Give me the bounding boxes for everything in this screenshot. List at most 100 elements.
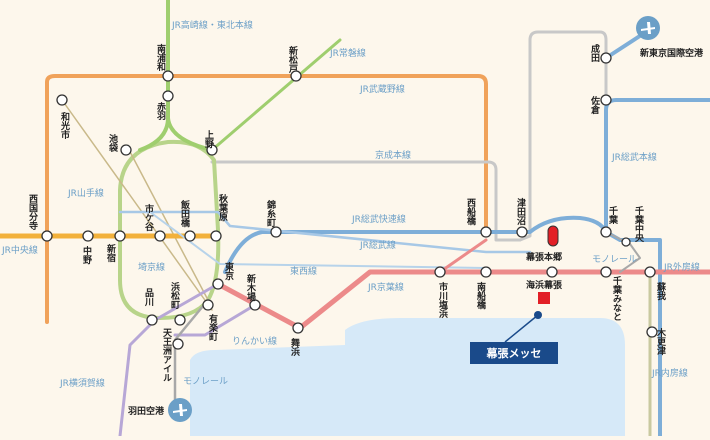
station-minami-funabashi: 南船橋 bbox=[475, 281, 486, 310]
station-dot[interactable] bbox=[154, 230, 166, 242]
jr-keiyo-branch bbox=[438, 238, 488, 274]
station-dot[interactable] bbox=[172, 338, 184, 350]
station-chiba-minato: 千葉みなと bbox=[611, 275, 623, 321]
label-yamanote: JR山手線 bbox=[67, 187, 104, 199]
station-dot[interactable] bbox=[120, 144, 132, 156]
station-dot[interactable] bbox=[546, 266, 558, 278]
label-yokosuka: JR横須賀線 bbox=[59, 377, 105, 389]
station-yurakucho: 有楽町 bbox=[207, 313, 218, 342]
airplane-icon bbox=[636, 16, 660, 40]
label-sobu-main: JR総武本線 bbox=[611, 151, 657, 163]
station-nishi-kokubunji: 西国分寺 bbox=[27, 194, 38, 231]
station-dot[interactable] bbox=[600, 266, 612, 278]
station-narita: 成田 bbox=[589, 43, 600, 63]
station-dot[interactable] bbox=[600, 226, 612, 238]
station-dot[interactable] bbox=[290, 70, 302, 82]
station-dot[interactable] bbox=[480, 226, 492, 238]
tozai-line bbox=[149, 211, 487, 269]
label-sobu: JR総武線 bbox=[359, 239, 396, 251]
station-dot[interactable] bbox=[41, 230, 53, 242]
label-saikyo: 埼京線 bbox=[138, 261, 165, 273]
keisei-main-line bbox=[210, 160, 522, 242]
rinkai-line bbox=[173, 303, 257, 337]
station-makuhari-hongo: 幕張本郷 bbox=[525, 251, 562, 263]
station-nakano: 中野 bbox=[81, 245, 92, 265]
label-haneda-airport: 羽田空港 bbox=[128, 405, 165, 417]
venue-marker-icon bbox=[538, 292, 550, 304]
label-monorail-chiba: モノレール bbox=[592, 255, 637, 265]
station-dot[interactable] bbox=[174, 314, 186, 326]
station-ueno: 上野 bbox=[203, 129, 214, 149]
label-takasaki-tohoku: JR高崎線・東北本線 bbox=[171, 19, 253, 31]
station-dot[interactable] bbox=[644, 266, 656, 278]
jr-yokosuka-line bbox=[118, 282, 220, 438]
station-nishi-funabashi: 西船橋 bbox=[465, 198, 476, 226]
label-sobu-rapid: JR総武快速線 bbox=[351, 213, 406, 225]
station-shin-kiba: 新木場 bbox=[245, 273, 257, 302]
station-dot[interactable] bbox=[82, 230, 94, 242]
station-dot[interactable] bbox=[292, 322, 304, 334]
station-ichikawa-shiohama: 市川塩浜 bbox=[437, 281, 449, 319]
station-dot[interactable] bbox=[434, 266, 446, 278]
station-ichigaya: 市ケ谷 bbox=[143, 203, 154, 232]
saikyo-line-2 bbox=[127, 147, 209, 301]
station-dot[interactable] bbox=[210, 230, 222, 242]
station-dot[interactable] bbox=[212, 278, 224, 290]
station-chiba-chuo: 千葉中央 bbox=[633, 205, 645, 243]
label-keiyo: JR京葉線 bbox=[367, 281, 404, 293]
station-tennozu: 天王洲アイル bbox=[161, 328, 172, 382]
station-kinshicho: 錦糸町 bbox=[265, 199, 277, 228]
station-shinjuku: 新宿 bbox=[105, 243, 116, 263]
station-chiba: 千葉 bbox=[607, 205, 619, 225]
station-dot[interactable] bbox=[600, 52, 612, 64]
station-dot[interactable] bbox=[114, 230, 126, 242]
jr-musashino-line bbox=[45, 74, 488, 324]
makuhari-hongo-marker-icon bbox=[547, 225, 559, 247]
station-iidabashi: 飯田橋 bbox=[179, 199, 191, 228]
station-kaihin-makuhari: 海浜幕張 bbox=[526, 279, 563, 291]
venue-pointer-line bbox=[504, 314, 539, 343]
station-shin-matsudo: 新松戸 bbox=[287, 45, 298, 74]
station-shinagawa: 品川 bbox=[143, 288, 155, 307]
station-dot[interactable] bbox=[621, 237, 631, 247]
station-dot[interactable] bbox=[646, 326, 658, 338]
label-chuo: JR中央線 bbox=[1, 244, 38, 256]
narita-airport-link bbox=[604, 30, 648, 60]
monorail-chiba bbox=[605, 231, 641, 273]
station-markers bbox=[41, 52, 658, 350]
station-dot[interactable] bbox=[249, 299, 261, 311]
label-keisei: 京成本線 bbox=[375, 149, 411, 161]
station-dot[interactable] bbox=[184, 230, 196, 242]
station-hamamatsucho: 浜松町 bbox=[169, 281, 180, 310]
station-dot[interactable] bbox=[202, 299, 214, 311]
station-dot[interactable] bbox=[206, 144, 218, 156]
venue-pointer-dot bbox=[534, 311, 542, 319]
station-dot[interactable] bbox=[162, 90, 174, 102]
jr-takasaki-tohoku-branch bbox=[166, 116, 214, 152]
jr-sobu-rapid-line bbox=[223, 215, 662, 438]
station-minami-urawa: 南浦和 bbox=[155, 43, 167, 72]
station-dot[interactable] bbox=[162, 70, 174, 82]
label-musashino: JR武蔵野線 bbox=[359, 83, 405, 95]
station-akihabara: 秋葉原 bbox=[217, 193, 229, 222]
jr-sobu-main-line bbox=[604, 98, 710, 234]
label-rinkai: りんかい線 bbox=[232, 335, 277, 347]
station-akabane: 赤羽 bbox=[155, 101, 166, 121]
label-sotobo: JR外房線 bbox=[663, 261, 700, 273]
saikyo-line bbox=[61, 99, 213, 311]
station-dot[interactable] bbox=[270, 226, 282, 238]
station-dot[interactable] bbox=[516, 226, 528, 238]
station-dot[interactable] bbox=[56, 94, 68, 106]
station-dot[interactable] bbox=[146, 314, 158, 326]
station-dot[interactable] bbox=[480, 266, 492, 278]
venue-label-box[interactable] bbox=[470, 342, 558, 364]
station-dot[interactable] bbox=[600, 94, 612, 106]
label-tozai: 東西線 bbox=[290, 265, 317, 277]
jr-joban-line bbox=[210, 38, 342, 152]
tokyo-bay-water bbox=[190, 318, 625, 436]
station-sakura: 佐倉 bbox=[589, 95, 601, 115]
label-uchibo: JR内房線 bbox=[651, 367, 688, 379]
label-monorail-haneda: モノレール bbox=[183, 377, 228, 387]
